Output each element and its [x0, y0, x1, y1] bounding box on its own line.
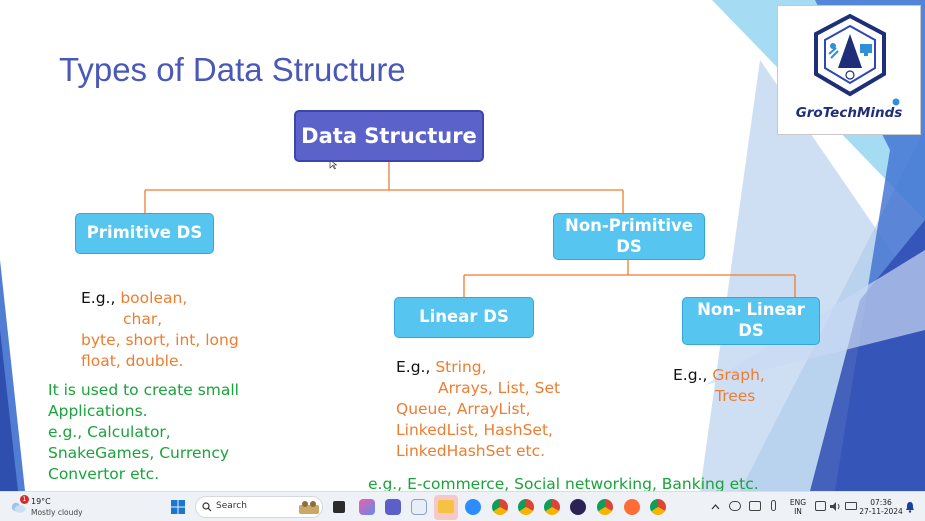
eclipse-icon[interactable]	[570, 499, 586, 515]
primitive-usage-line: It is used to create small	[48, 381, 239, 399]
postman-icon[interactable]	[624, 499, 640, 515]
non-linear-label-line1: Non- Linear	[697, 300, 805, 320]
network-tray-icon[interactable]	[749, 501, 761, 511]
copilot-icon[interactable]	[359, 499, 375, 515]
logo-text: GroTechMinds	[795, 105, 903, 121]
battery-icon[interactable]	[845, 502, 857, 510]
weather-temperature[interactable]: 19°C	[31, 497, 51, 506]
language-indicator[interactable]: ENG IN	[789, 498, 807, 516]
primitive-eg-line: float, double.	[81, 352, 184, 370]
taskbar-search-placeholder: Search	[216, 501, 247, 511]
search-highlight-icon	[299, 501, 319, 514]
logo-emblem-icon	[814, 13, 900, 106]
chrome-profile-icon[interactable]	[650, 499, 666, 515]
weather-badge: 1	[20, 495, 29, 504]
non-linear-label-line2: DS	[738, 321, 764, 340]
wifi-icon[interactable]	[815, 501, 826, 511]
search-icon	[202, 502, 212, 512]
taskbar-search-box[interactable]: Search	[195, 496, 323, 518]
chrome-profile-icon[interactable]	[518, 499, 534, 515]
notification-bell-icon[interactable]	[905, 501, 915, 513]
clock[interactable]: 07:36 27-11-2024	[859, 498, 903, 516]
primitive-eg-prefix: E.g.,	[81, 289, 121, 307]
primitive-usage-line: SnakeGames, Currency	[48, 444, 230, 462]
chrome-profile-icon[interactable]	[597, 499, 613, 515]
mouse-cursor-icon	[329, 159, 338, 170]
task-view-icon[interactable]	[333, 501, 345, 513]
linear-eg-prefix: E.g.,	[396, 358, 436, 376]
volume-icon[interactable]	[829, 501, 841, 512]
file-explorer-icon	[438, 500, 454, 513]
weather-description[interactable]: Mostly cloudy	[31, 508, 83, 517]
non-linear-ds-box: Non- Linear DS	[682, 297, 820, 345]
primitive-eg-line: char,	[123, 310, 163, 328]
linear-eg-line: LinkedHashSet etc.	[396, 442, 546, 460]
windows-taskbar: 1 19°C Mostly cloudy Search ENG IN	[0, 491, 925, 521]
primitive-usage-line: Applications.	[48, 402, 148, 420]
non-primitive-label-line2: DS	[616, 236, 642, 256]
chrome-icon[interactable]	[492, 499, 508, 515]
primitive-usage-line: e.g., Calculator,	[48, 423, 171, 441]
primitive-examples: E.g., boolean, char, byte, short, int, l…	[81, 288, 239, 372]
microphone-icon[interactable]	[771, 500, 776, 511]
file-explorer-active-tile[interactable]	[434, 495, 458, 520]
clock-date: 27-11-2024	[859, 507, 903, 516]
hierarchy-connectors	[144, 159, 796, 297]
non-primitive-label-line1: Non-Primitive	[565, 215, 693, 235]
onedrive-cloud-icon[interactable]	[729, 501, 741, 511]
linear-eg-line: String,	[435, 358, 487, 376]
chrome-icon[interactable]	[544, 499, 560, 515]
primitive-ds-box: Primitive DS	[75, 213, 214, 254]
linear-examples: E.g., String, Arrays, List, Set Queue, A…	[396, 357, 560, 462]
clock-time: 07:36	[870, 498, 892, 507]
zoom-icon[interactable]	[465, 499, 481, 515]
primitive-eg-line: boolean,	[120, 289, 188, 307]
data-structure-box: Data Structure	[294, 110, 484, 162]
weather-icon[interactable]	[10, 500, 26, 514]
language-bottom: IN	[794, 507, 802, 516]
non-linear-eg-prefix: E.g.,	[673, 366, 713, 384]
presentation-slide: Types of Data Structure Data Structure P…	[0, 0, 925, 491]
snipping-tool-icon[interactable]	[411, 499, 427, 515]
primitive-eg-line: byte, short, int, long	[81, 331, 239, 349]
linear-ds-box: Linear DS	[394, 297, 534, 338]
grotechminds-logo: GroTechMinds	[777, 5, 921, 135]
non-primitive-ds-box: Non-Primitive DS	[553, 213, 705, 260]
non-linear-examples: E.g., Graph, Trees	[673, 365, 765, 407]
non-primitive-usage: e.g., E-commerce, Social networking, Ban…	[368, 475, 759, 491]
language-top: ENG	[789, 498, 807, 507]
linear-eg-line: LinkedList, HashSet,	[396, 421, 553, 439]
slide-title: Types of Data Structure	[59, 51, 406, 88]
teams-icon[interactable]	[385, 499, 401, 515]
primitive-usage: It is used to create small Applications.…	[48, 380, 239, 485]
non-linear-eg-line: Trees	[715, 387, 756, 405]
tray-chevron-up-icon[interactable]	[711, 503, 720, 510]
linear-eg-line: Queue, ArrayList,	[396, 400, 531, 418]
primitive-usage-line: Convertor etc.	[48, 465, 160, 483]
linear-eg-line: Arrays, List, Set	[438, 379, 561, 397]
windows-start-icon[interactable]	[171, 500, 185, 514]
non-linear-eg-line: Graph,	[712, 366, 765, 384]
